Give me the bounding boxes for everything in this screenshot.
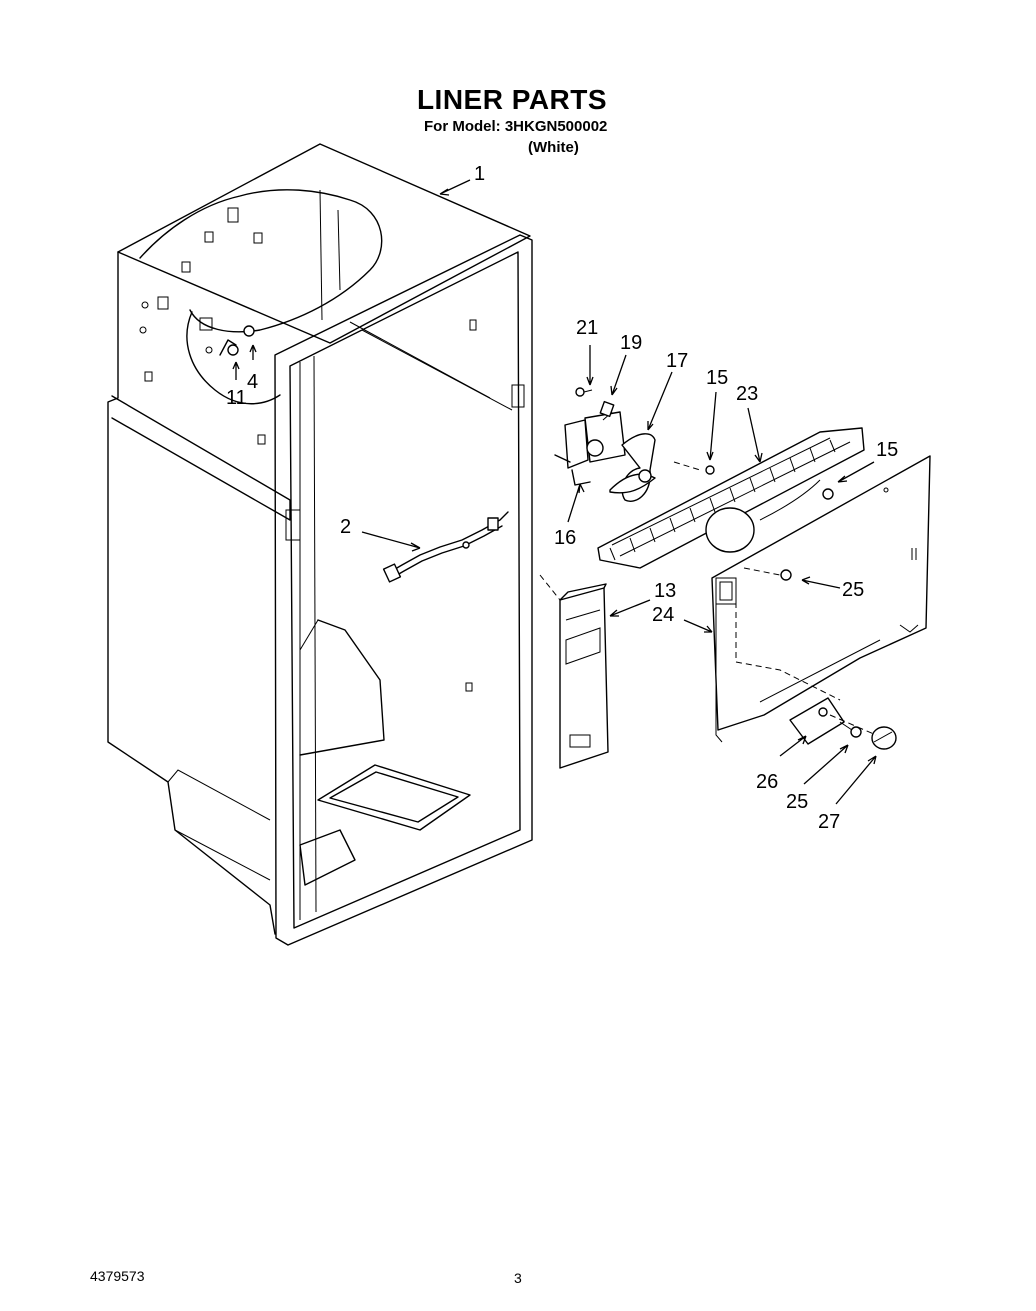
callout-label-15-a: 15 bbox=[706, 367, 728, 389]
callout-label-16: 16 bbox=[554, 527, 576, 549]
callout-label-11: 11 bbox=[226, 387, 247, 409]
part-23-evaporator-cover bbox=[597, 427, 865, 569]
part-4-11-fasteners bbox=[219, 325, 255, 356]
page-title: LINER PARTS bbox=[416, 84, 608, 115]
callout-label-24: 24 bbox=[652, 604, 674, 626]
callout-label-23: 23 bbox=[736, 383, 758, 405]
part-24-rear-panel bbox=[711, 455, 931, 743]
part-13-duct-cover bbox=[539, 574, 609, 769]
callout-label-1: 1 bbox=[474, 163, 485, 185]
callout-label-2: 2 bbox=[340, 516, 351, 538]
fan-motor-assembly bbox=[554, 387, 656, 502]
part-number: 4379573 bbox=[90, 1268, 145, 1284]
callout-label-17: 17 bbox=[666, 350, 688, 372]
screw-15-b bbox=[822, 488, 834, 500]
callout-label-15-b: 15 bbox=[876, 439, 898, 461]
page-number: 3 bbox=[514, 1270, 522, 1286]
callout-label-19: 19 bbox=[620, 332, 642, 354]
part-2-wire-harness bbox=[382, 511, 509, 583]
color-line: (White) bbox=[528, 139, 579, 156]
callout-labels: 1 2 4 11 13 15 15 16 17 19 21 23 24 25 2… bbox=[226, 163, 898, 833]
cabinet-liner bbox=[107, 143, 533, 946]
control-components bbox=[789, 697, 897, 750]
screw-25-a bbox=[780, 569, 792, 581]
callout-label-25-a: 25 bbox=[842, 579, 864, 601]
callout-label-26: 26 bbox=[756, 771, 778, 793]
callout-label-21: 21 bbox=[576, 317, 598, 339]
callout-label-4: 4 bbox=[247, 371, 258, 393]
callout-label-25-b: 25 bbox=[786, 791, 808, 813]
model-line: For Model: 3HKGN500002 bbox=[424, 118, 608, 135]
screw-15-a bbox=[705, 465, 715, 475]
callout-leaders bbox=[232, 179, 877, 805]
callout-label-13: 13 bbox=[654, 580, 676, 602]
callout-label-27: 27 bbox=[818, 811, 840, 833]
